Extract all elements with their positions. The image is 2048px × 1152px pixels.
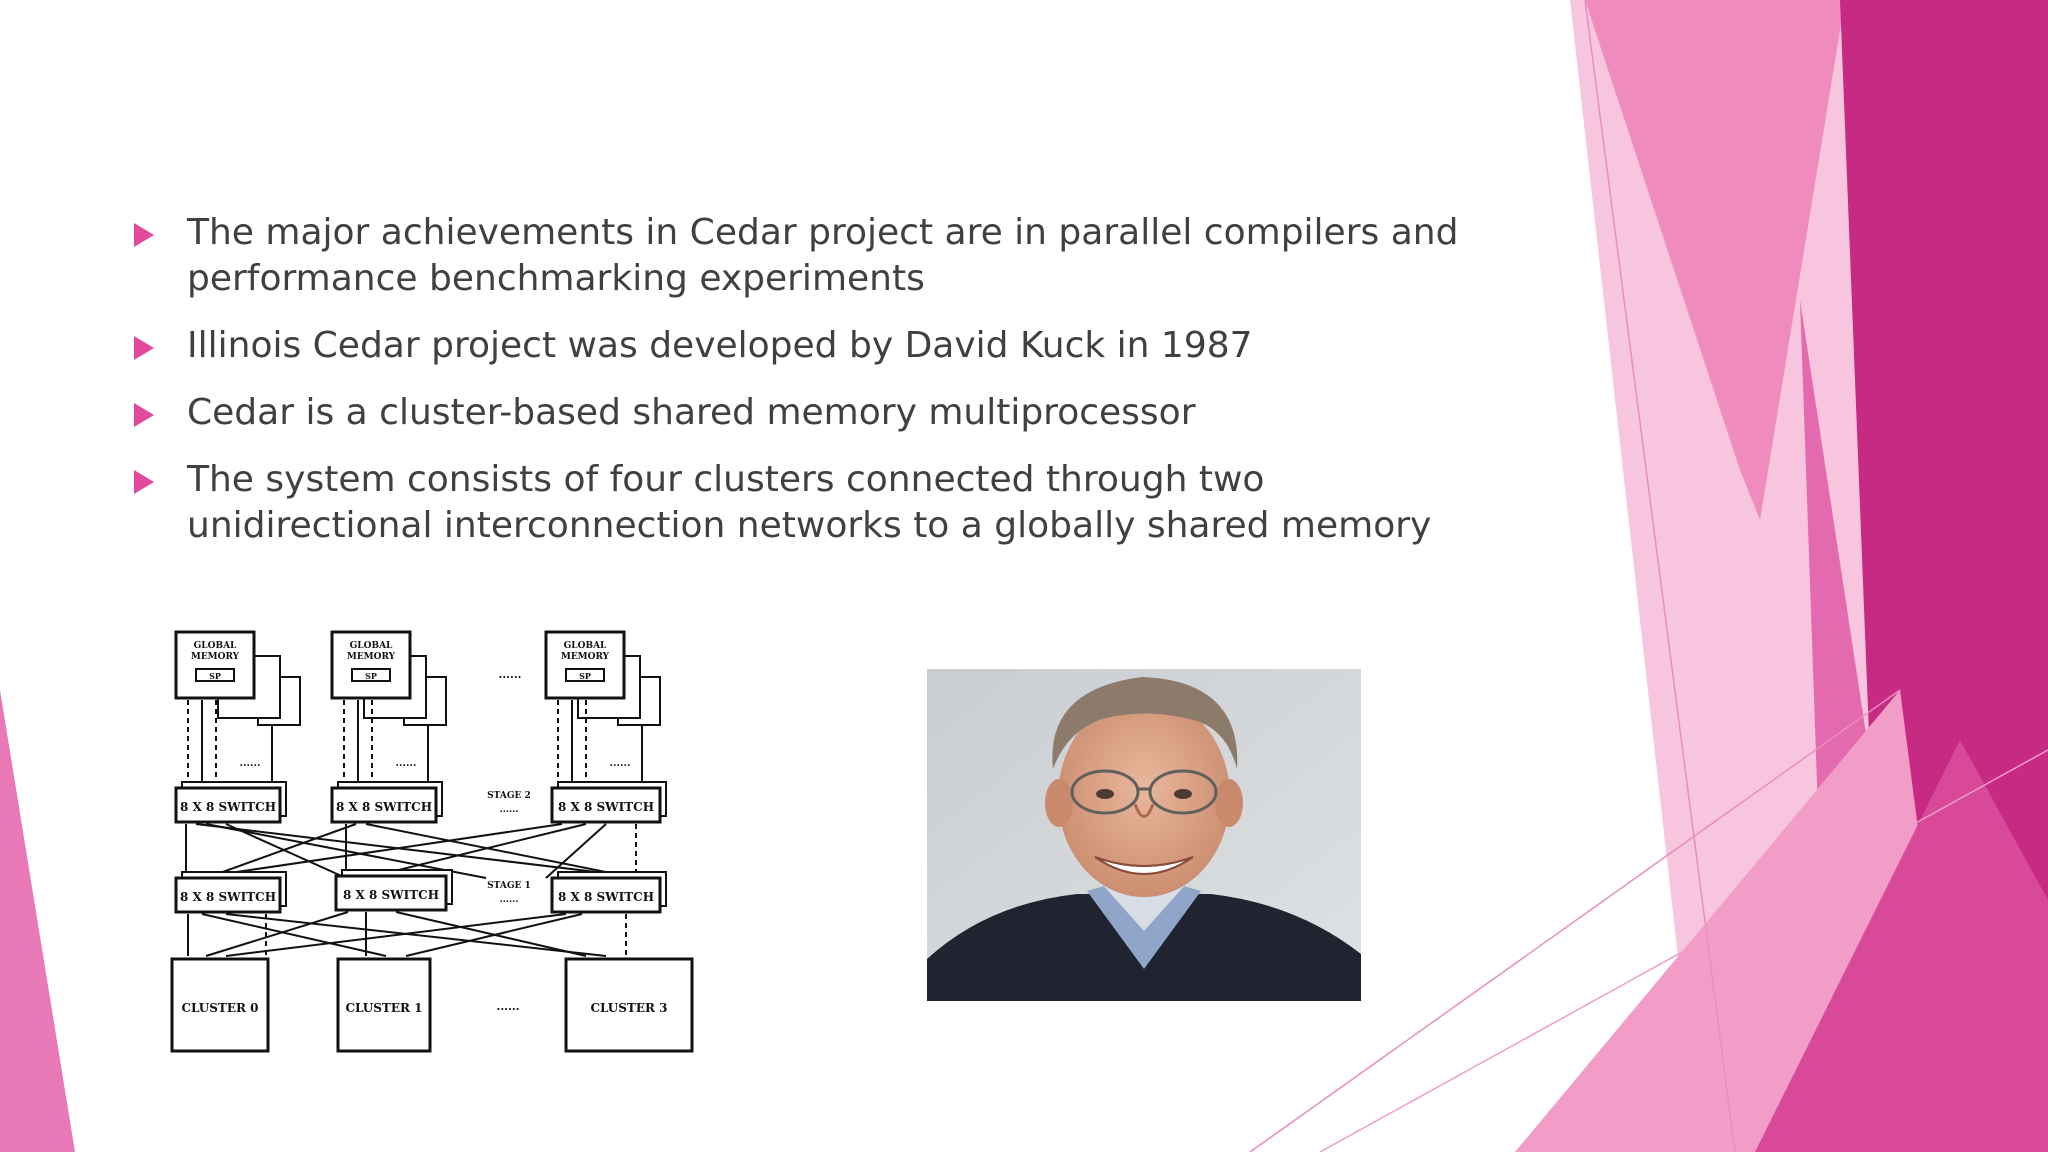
sp-label: SP — [365, 671, 377, 681]
bullet-text: The major achievements in Cedar project … — [187, 212, 1459, 299]
deco-line — [1249, 689, 1901, 1152]
memory-module: GLOBAL MEMORY SP — [544, 630, 661, 726]
cluster-box: CLUSTER 0 — [170, 957, 270, 1053]
switch-label: 8 X 8 SWITCH — [180, 890, 276, 904]
ellipsis-label: ...... — [500, 895, 519, 905]
memory-label: MEMORY — [191, 652, 240, 662]
memory-label: MEMORY — [561, 652, 610, 662]
memory-links — [187, 700, 643, 784]
cluster-links — [187, 911, 627, 957]
memory-label: GLOBAL — [194, 641, 237, 651]
ellipsis-label: ...... — [610, 758, 631, 769]
switch-label: 8 X 8 SWITCH — [558, 890, 654, 904]
deco-panel-mid-top — [1585, 0, 1845, 520]
deco-panel-bottom-dark — [1755, 740, 2048, 1152]
switch-label: 8 X 8 SWITCH — [343, 888, 439, 902]
memory-module: GLOBAL MEMORY SP — [330, 630, 447, 726]
stage-label: STAGE 2 — [487, 791, 531, 801]
memory-label: GLOBAL — [350, 641, 393, 651]
ellipsis-label: ...... — [240, 758, 261, 769]
memory-label: MEMORY — [347, 652, 396, 662]
cluster-label: CLUSTER 1 — [345, 1001, 422, 1015]
bullet-text: Cedar is a cluster-based shared memory m… — [187, 392, 1196, 433]
bullet-item: Illinois Cedar project was developed by … — [130, 323, 1510, 369]
deco-line — [1319, 749, 2048, 1152]
bullet-list: The major achievements in Cedar project … — [130, 210, 1510, 570]
cluster-box: CLUSTER 1 — [336, 957, 432, 1053]
deco-line — [1584, 0, 1736, 1152]
portrait-photo — [927, 669, 1361, 1001]
portrait-photo-icon — [927, 669, 1361, 1001]
bullet-item: Cedar is a cluster-based shared memory m… — [130, 390, 1510, 436]
ellipsis-label: ...... — [500, 805, 519, 815]
bullet-text: Illinois Cedar project was developed by … — [187, 325, 1253, 366]
cluster-label: CLUSTER 0 — [181, 1001, 258, 1015]
triangle-bullet-icon — [134, 403, 154, 427]
triangle-bullet-icon — [134, 470, 154, 494]
bullet-item: The system consists of four clusters con… — [130, 457, 1510, 549]
ellipsis-label: ...... — [396, 758, 417, 769]
ellipsis-label: ...... — [499, 668, 522, 681]
bullet-text: The system consists of four clusters con… — [187, 459, 1432, 546]
ellipsis-label: ...... — [497, 1000, 520, 1013]
switch-stage-2: 8 X 8 SWITCH 8 X 8 SWITCH 8 X 8 SWITCH S… — [174, 781, 667, 824]
cedar-architecture-diagram: GLOBAL MEMORY SP GLOBAL MEMORY SP ......… — [170, 630, 694, 1053]
triangle-bullet-icon — [134, 223, 154, 247]
cluster-box: CLUSTER 3 — [564, 957, 694, 1053]
stage-label: STAGE 1 — [487, 881, 531, 891]
switch-label: 8 X 8 SWITCH — [558, 800, 654, 814]
bullet-item: The major achievements in Cedar project … — [130, 210, 1510, 302]
deco-panel-left — [0, 690, 75, 1152]
sp-label: SP — [209, 671, 221, 681]
cluster-label: CLUSTER 3 — [590, 1001, 667, 1015]
switch-label: 8 X 8 SWITCH — [336, 800, 432, 814]
triangle-bullet-icon — [134, 336, 154, 360]
switch-stage-1: 8 X 8 SWITCH 8 X 8 SWITCH 8 X 8 SWITCH S… — [174, 869, 667, 914]
memory-module: GLOBAL MEMORY SP — [174, 630, 301, 726]
sp-label: SP — [579, 671, 591, 681]
switch-label: 8 X 8 SWITCH — [180, 800, 276, 814]
memory-label: GLOBAL — [564, 641, 607, 651]
